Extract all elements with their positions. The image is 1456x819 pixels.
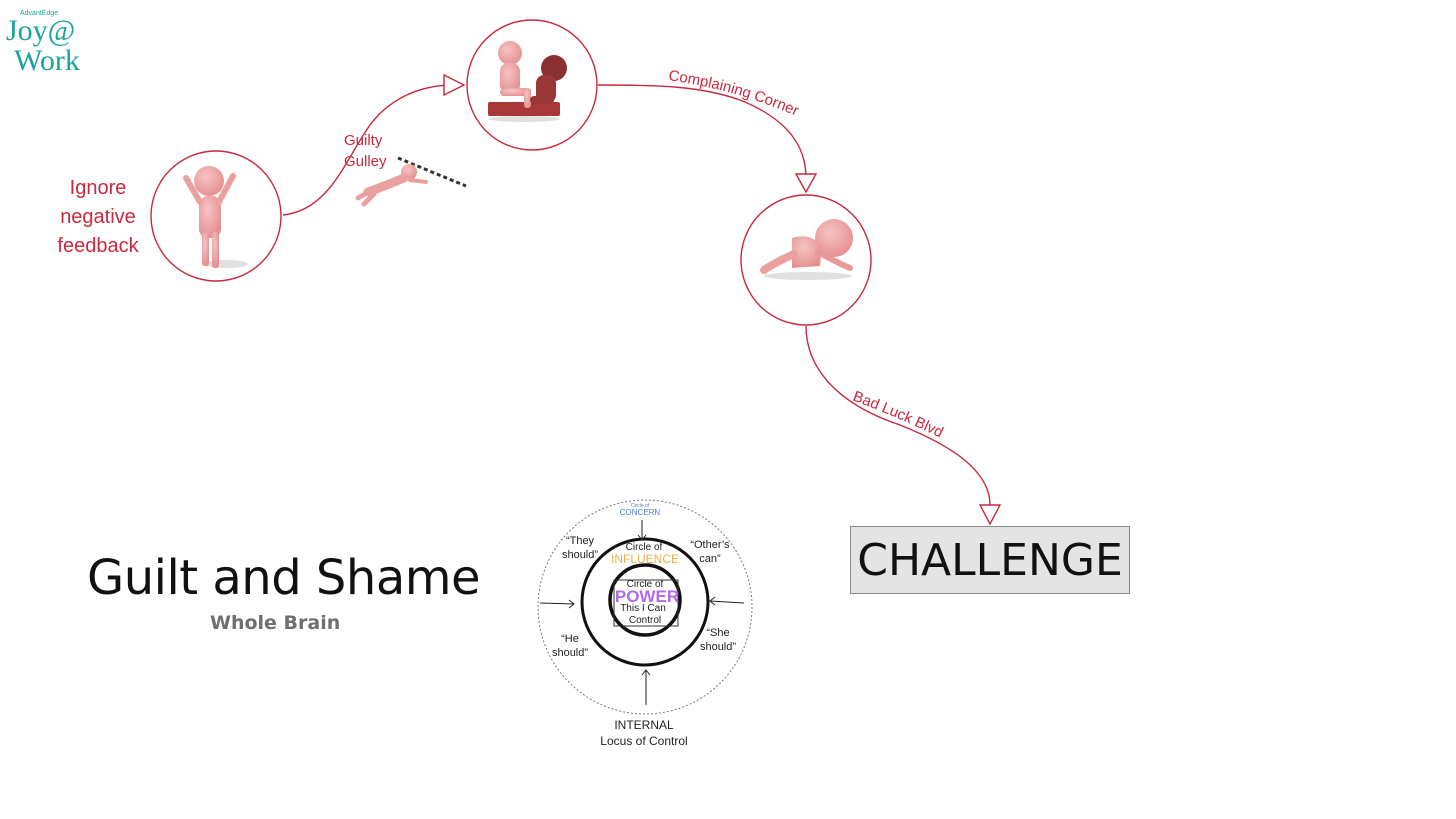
power-box (613, 579, 679, 627)
two-figures-bench-icon (488, 41, 567, 122)
ignore-line-1: Ignore (69, 177, 127, 199)
power-small-label: Circle of (627, 579, 664, 590)
circle-of-power (608, 563, 682, 637)
joy-at-work-logo: AdvantEdge Joy@ Work (4, 8, 96, 77)
path-connectors (282, 84, 991, 506)
control-line-2: Control (629, 615, 661, 626)
bad-luck-blvd-label: Bad Luck Blvd (851, 388, 946, 441)
guilty-line-1: Guilty (344, 132, 383, 149)
connector-complaining-corner (597, 84, 807, 179)
ignore-feedback-label: Ignore negative feedback (44, 174, 152, 261)
she-line-2: should” (700, 641, 736, 653)
he-line-1: “He (561, 633, 579, 645)
caption-line-1: INTERNAL (614, 718, 674, 732)
page-subtitle: Whole Brain (210, 612, 341, 634)
complaining-corner-label: Complaining Corner (667, 67, 801, 120)
connector-bad-luck-blvd (805, 325, 991, 506)
influence-label: INFLUENCE (611, 552, 679, 566)
arrowhead-right-icon (443, 73, 466, 97)
caption-line-2: Locus of Control (600, 734, 687, 748)
others-line-1: “Other’s (690, 539, 730, 551)
arrow-left-icon (709, 596, 745, 606)
figure-arms-raised-icon (183, 166, 248, 268)
crouching-figure-icon (760, 219, 853, 280)
arrow-right-icon (539, 599, 575, 609)
circle-of-concern (537, 499, 753, 715)
concern-label: CONCERN (620, 508, 661, 517)
connector-guilty-gulley (282, 84, 451, 216)
they-line-2: should” (562, 549, 598, 561)
ignore-line-2: negative (60, 206, 136, 228)
logo-line-2: Work (14, 44, 80, 77)
ignore-line-3: feedback (57, 235, 139, 257)
power-label: POWER (615, 587, 679, 606)
others-line-2: can” (699, 553, 721, 565)
arrowhead-down-icon (978, 504, 1002, 526)
arrow-down-icon (637, 520, 647, 541)
circle-of-influence (580, 537, 710, 667)
arrowhead-down-icon (794, 173, 818, 194)
despair-node (740, 194, 872, 326)
logo-line-1: Joy@ (6, 14, 76, 47)
concern-small-label: Circle of (631, 503, 650, 509)
influence-small-label: Circle of (626, 542, 663, 553)
sliding-figure-icon (355, 156, 467, 207)
guilty-gulley-label: Guilty Gulley (344, 130, 404, 172)
arrow-up-icon (641, 669, 651, 705)
control-line-1: This I Can (620, 603, 666, 614)
guilty-line-2: Gulley (344, 153, 387, 170)
he-line-2: should” (552, 647, 588, 659)
locus-of-control-diagram: Circle of CONCERN Circle of INFLUENCE Ci… (537, 499, 753, 748)
ignore-feedback-node (150, 150, 282, 282)
she-line-1: “She (706, 627, 729, 639)
logo-small-text: AdvantEdge (20, 10, 59, 17)
challenge-box[interactable]: CHALLENGE (850, 526, 1130, 594)
page-title: Guilt and Shame (87, 550, 481, 606)
complaining-node (466, 19, 598, 151)
inward-arrows (539, 520, 745, 705)
they-line-1: “They (566, 535, 595, 547)
